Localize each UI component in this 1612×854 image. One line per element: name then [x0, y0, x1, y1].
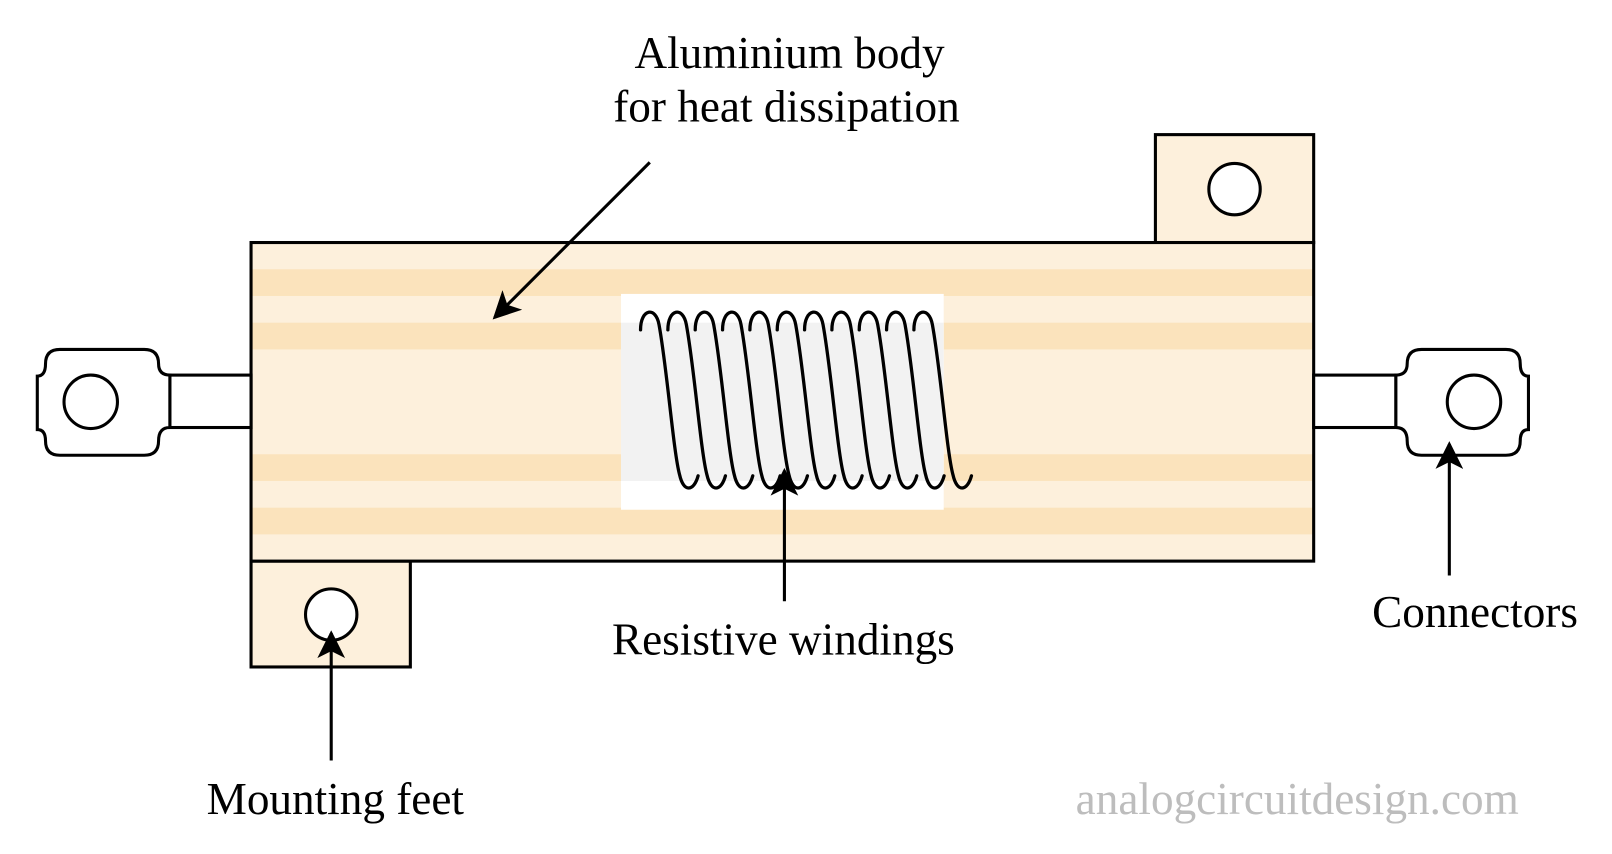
body-arrow — [492, 161, 651, 320]
coil-turn — [884, 310, 946, 490]
coil-turn — [720, 310, 782, 490]
coil-turn — [775, 310, 837, 490]
label-aluminium-body: Aluminium body — [634, 28, 945, 78]
coil-turn — [912, 310, 974, 490]
aluminium-body — [249, 240, 1316, 563]
mounting-hole-icon — [303, 587, 359, 642]
label-connectors: Connectors — [1372, 587, 1578, 637]
label-resistive-windings: Resistive windings — [612, 615, 955, 665]
mounting-foot-top — [1153, 133, 1316, 245]
coil-turn — [857, 310, 919, 490]
mounting-hole-icon — [1207, 161, 1262, 217]
connector-hole-icon — [62, 373, 119, 431]
coil-turn — [638, 310, 700, 490]
resistive-windings — [638, 310, 974, 490]
coil-turn — [802, 310, 864, 490]
label-mounting-feet: Mounting feet — [207, 774, 465, 824]
coil-turn — [830, 310, 892, 490]
connector-right — [1312, 347, 1530, 457]
label-heat-dissipation: for heat dissipation — [613, 81, 959, 131]
watermark: analogcircuitdesign.com — [1076, 774, 1519, 824]
connector-hole-icon — [1445, 373, 1503, 431]
coil-turn — [666, 310, 728, 490]
coil-turn — [693, 310, 755, 490]
connector-left — [35, 347, 253, 457]
